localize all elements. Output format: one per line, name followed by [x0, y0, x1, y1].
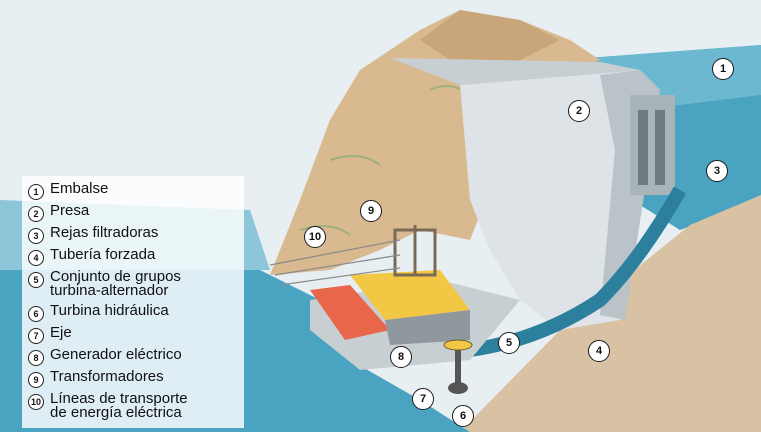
legend-label: Turbina hidráulica [50, 302, 169, 319]
legend-item-presa: 2 Presa [28, 202, 90, 222]
legend-item-tuberia: 4 Tubería forzada [28, 246, 156, 266]
legend-number: 6 [28, 306, 44, 322]
legend-item-embalse: 1 Embalse [28, 180, 109, 200]
generator-disc [443, 339, 473, 351]
legend-number: 4 [28, 250, 44, 266]
legend-item-rejas: 3 Rejas filtradoras [28, 224, 159, 244]
legend-item-transformadores: 9 Transformadores [28, 368, 164, 388]
legend-label: Tubería forzada [50, 246, 156, 263]
callout-2: 2 [568, 100, 590, 122]
powerhouse-yellow-roof [350, 270, 470, 320]
callout-6: 6 [452, 405, 474, 427]
legend-number: 10 [28, 394, 44, 410]
callout-9: 9 [360, 200, 382, 222]
legend-number: 3 [28, 228, 44, 244]
legend-label: Líneas de transporte de energía eléctric… [50, 390, 188, 421]
legend-label: Generador eléctrico [50, 346, 182, 363]
legend-label: Rejas filtradoras [50, 224, 159, 241]
callout-3: 3 [706, 160, 728, 182]
legend-label: Embalse [50, 180, 109, 197]
legend-item-eje: 7 Eje [28, 324, 72, 344]
legend-number: 1 [28, 184, 44, 200]
callout-1: 1 [712, 58, 734, 80]
powerhouse-red-roof [310, 285, 390, 340]
legend-item-lineas: 10 Líneas de transporte de energía eléct… [28, 390, 188, 421]
legend-label: Eje [50, 324, 72, 341]
legend-label: Transformadores [50, 368, 164, 385]
legend-panel: 1 Embalse 2 Presa 3 Rejas filtradoras 4 … [22, 176, 244, 428]
callout-7: 7 [412, 388, 434, 410]
callout-4: 4 [588, 340, 610, 362]
legend-label: Presa [50, 202, 90, 219]
mountain-shadow [420, 10, 560, 70]
dam-intake-tower [630, 95, 675, 195]
legend-item-generador: 8 Generador eléctrico [28, 346, 182, 366]
legend-item-turbina: 6 Turbina hidráulica [28, 302, 169, 322]
reservoir-water-surface [560, 45, 761, 110]
legend-item-conjunto: 5 Conjunto de grupos turbina-alternador [28, 268, 181, 299]
legend-number: 9 [28, 372, 44, 388]
legend-number: 5 [28, 272, 44, 288]
dam-crest [390, 58, 640, 85]
powerhouse-wall [385, 310, 470, 345]
turbine-runner [448, 382, 468, 394]
transmission-lines [269, 239, 401, 286]
turbine-shaft [455, 345, 461, 385]
callout-10: 10 [304, 226, 326, 248]
dam-intake-window-2 [655, 110, 665, 185]
legend-number: 8 [28, 350, 44, 366]
callout-5: 5 [498, 332, 520, 354]
legend-number: 2 [28, 206, 44, 222]
legend-label: Conjunto de grupos turbina-alternador [50, 268, 181, 299]
legend-number: 7 [28, 328, 44, 344]
callout-8: 8 [390, 346, 412, 368]
dam-intake-window [638, 110, 648, 185]
